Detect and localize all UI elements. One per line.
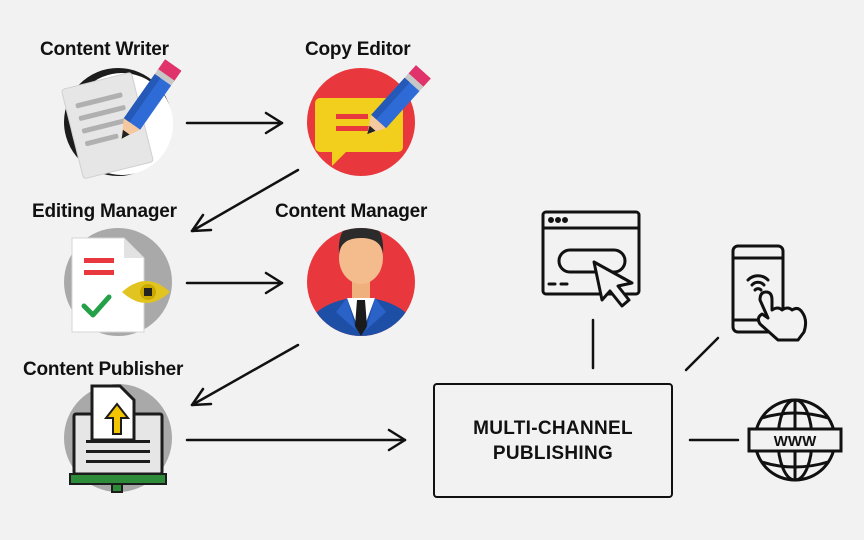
content-writer-icon xyxy=(61,59,182,179)
label-content-publisher: Content Publisher xyxy=(23,359,184,380)
content-manager-icon xyxy=(307,228,415,336)
arrow-content-manager-to-publisher xyxy=(190,343,300,407)
copy-editor-icon xyxy=(307,65,431,176)
label-copy-editor: Copy Editor xyxy=(305,39,411,60)
arrow-copy-editor-to-editing-manager xyxy=(190,168,300,233)
flow-arrows xyxy=(185,111,740,452)
hub-title-line2: PUBLISHING xyxy=(492,442,614,464)
browser-click-icon xyxy=(541,210,641,308)
www-label: WWW xyxy=(774,433,817,450)
connector-hub-to-phone xyxy=(684,336,720,372)
hub-title-line1: MULTI-CHANNEL xyxy=(473,417,633,439)
content-publisher-icon xyxy=(64,384,172,493)
label-content-writer: Content Writer xyxy=(40,39,169,60)
label-editing-manager: Editing Manager xyxy=(32,201,177,222)
phone-touch-icon xyxy=(731,244,808,342)
label-content-manager: Content Manager xyxy=(275,201,428,222)
editing-manager-icon xyxy=(64,228,172,336)
multi-channel-publishing-box: MULTI-CHANNEL PUBLISHING xyxy=(433,383,673,498)
globe-www-icon xyxy=(747,398,843,482)
arrow-publisher-to-hub xyxy=(185,428,407,452)
arrow-writer-to-copy-editor xyxy=(185,111,284,135)
arrow-editing-manager-to-content-manager xyxy=(185,271,284,295)
